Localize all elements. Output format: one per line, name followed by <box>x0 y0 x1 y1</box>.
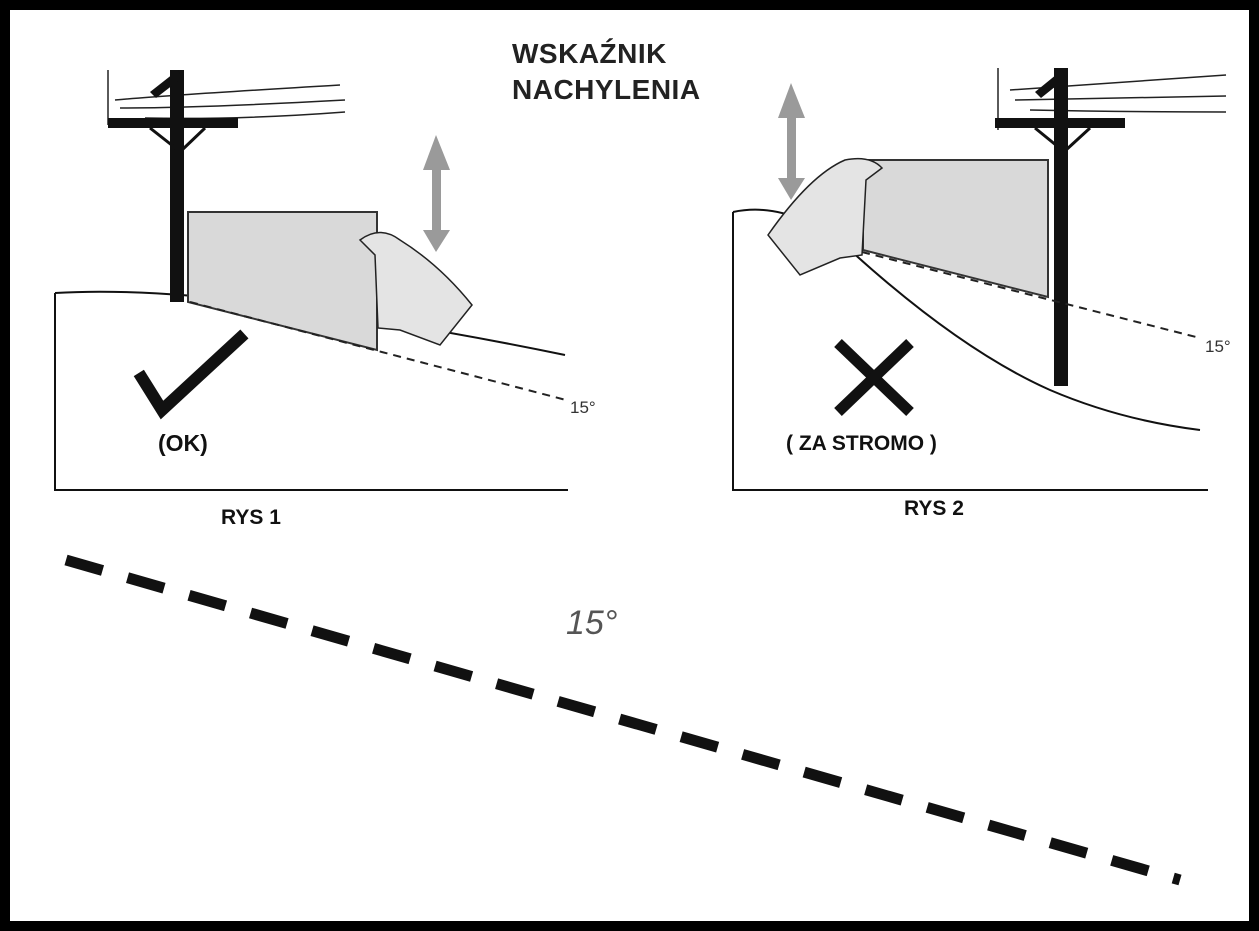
figure-2 <box>732 68 1227 491</box>
fig2-slope-line <box>861 251 1201 339</box>
cross-icon <box>834 339 914 416</box>
fig1-slope-line <box>189 301 567 401</box>
fig1-utility-pole <box>108 70 238 302</box>
fig1-angle-label: 15° <box>570 398 596 417</box>
reference-slope-line <box>64 554 1182 886</box>
fig2-utility-pole <box>995 68 1125 386</box>
title-line-1: WSKAŹNIK <box>512 38 667 69</box>
fig2-verdict-label: ( ZA STROMO ) <box>786 432 937 455</box>
fig1-hand <box>358 231 473 346</box>
title-line-2: NACHYLENIA <box>512 74 701 105</box>
figure-1 <box>54 70 568 491</box>
fig1-verdict-label: (OK) <box>158 430 208 456</box>
fig1-caption: RYS 1 <box>221 506 281 529</box>
fig1-power-lines <box>107 70 346 125</box>
fig2-caption: RYS 2 <box>904 497 964 520</box>
reference-angle-label: 15° <box>566 604 618 642</box>
fig1-vertical-arrow <box>423 135 450 252</box>
fig2-hand <box>767 157 884 276</box>
checkmark-icon <box>133 329 249 420</box>
fig2-angle-label: 15° <box>1205 337 1231 356</box>
fig2-panel <box>862 159 1049 299</box>
diagram-title: WSKAŹNIK NACHYLENIA <box>512 36 772 108</box>
fig2-vertical-arrow <box>778 83 805 200</box>
fig1-panel <box>187 211 378 352</box>
